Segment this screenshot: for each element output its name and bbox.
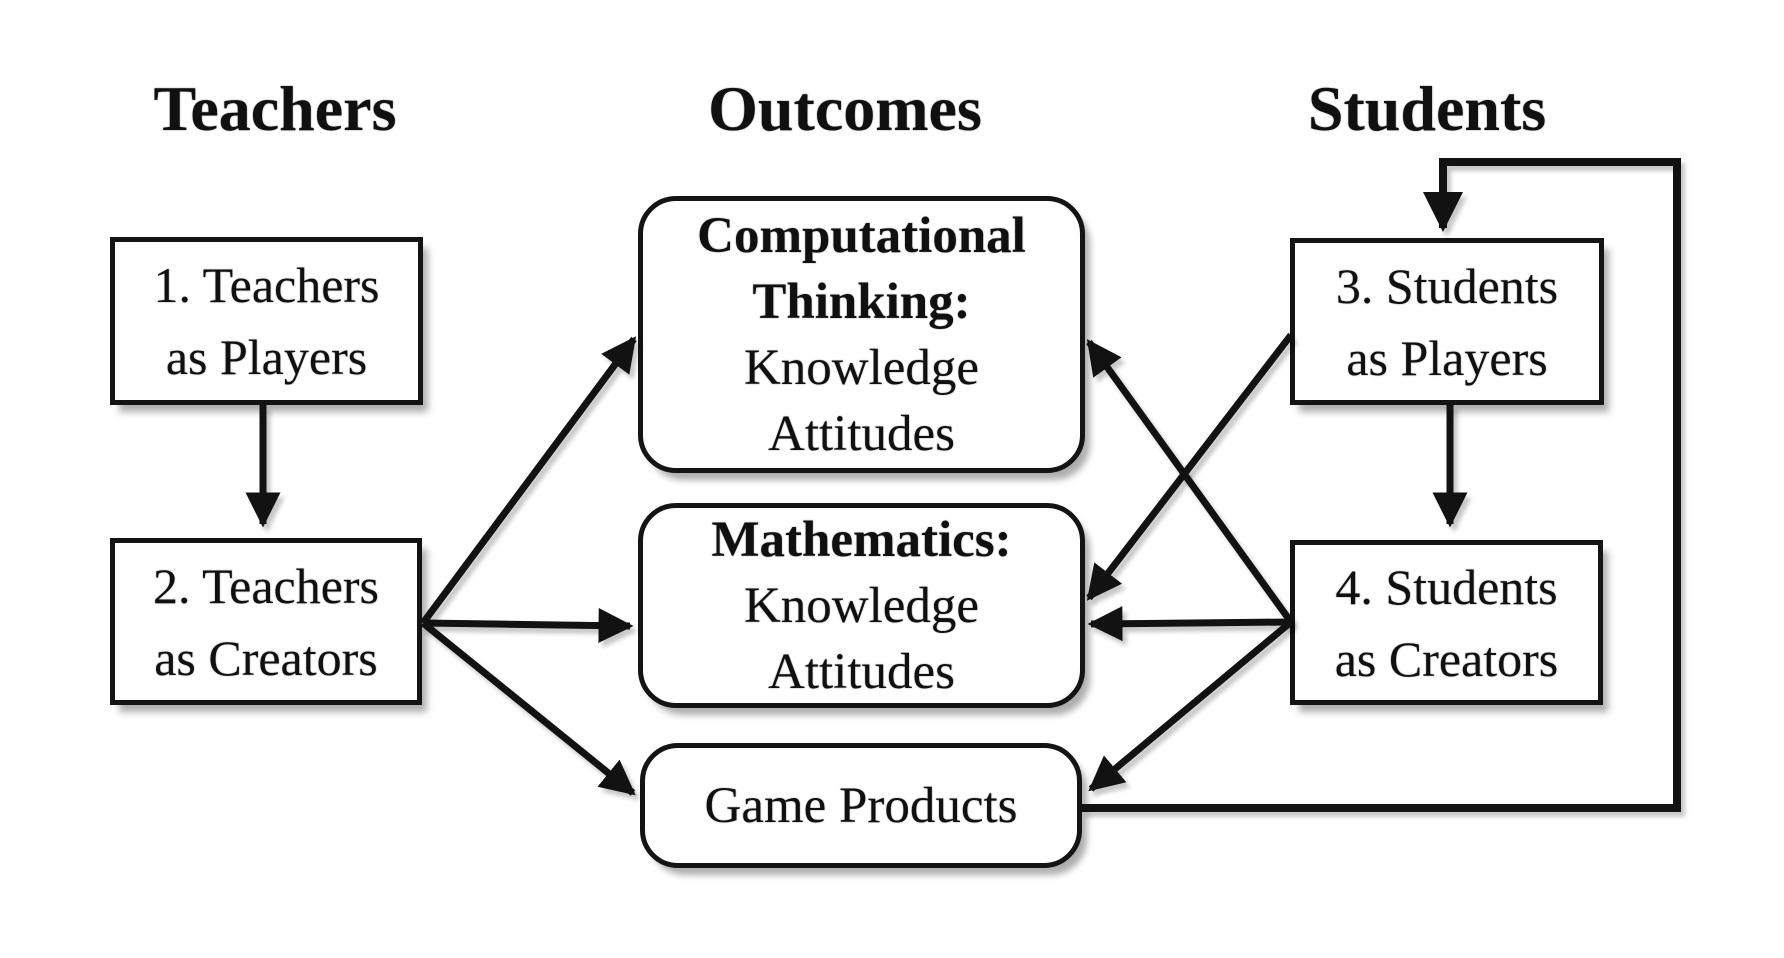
node-teachers-as-creators: 2. Teachers as Creators	[110, 538, 422, 705]
node-students-as-players-line2: as Players	[1346, 329, 1548, 386]
node-students-as-creators-line1: 4. Students	[1335, 558, 1558, 615]
node-teachers-as-creators-line2: as Creators	[154, 629, 378, 686]
arrow-teachers-creators-to-mathematics-icon	[422, 608, 634, 644]
column-header-outcomes: Outcomes	[708, 73, 982, 144]
node-teachers-as-players-line2: as Players	[165, 329, 368, 385]
column-header-students: Students	[1307, 73, 1547, 144]
column-header-teachers: Teachers	[153, 73, 397, 144]
node-mathematics-knowledge: Knowledge	[743, 577, 980, 634]
arrow-teachers-creators-to-computational-thinking-icon	[420, 336, 637, 626]
node-mathematics-title: Mathematics:	[711, 511, 1012, 568]
arrow-teachers-creators-to-game-products-icon	[420, 620, 636, 796]
node-teachers-as-creators-line1: 2. Teachers	[152, 557, 380, 614]
node-game-products: Game Products	[640, 743, 1082, 868]
arrow-students-creators-to-game-products-icon	[1088, 619, 1294, 792]
node-game-products-label: Game Products	[704, 777, 1018, 834]
arrow-students-creators-to-computational-thinking-icon	[1086, 339, 1294, 625]
node-mathematics-attitudes: Attitudes	[768, 643, 955, 700]
node-computational-thinking-attitudes: Attitudes	[768, 405, 955, 462]
node-mathematics: Mathematics: Knowledge Attitudes	[638, 503, 1085, 708]
node-teachers-as-players: 1. Teachers as Players	[110, 237, 423, 405]
node-teachers-as-players-line1: 1. Teachers	[153, 257, 380, 313]
node-students-as-players-line1: 3. Students	[1335, 257, 1559, 314]
node-computational-thinking-title2: Thinking:	[752, 273, 971, 330]
node-students-as-creators: 4. Students as Creators	[1290, 540, 1603, 705]
node-students-as-players: 3. Students as Players	[1290, 238, 1604, 405]
node-computational-thinking-knowledge: Knowledge	[743, 339, 980, 396]
node-students-as-creators-line2: as Creators	[1334, 630, 1559, 687]
node-computational-thinking-title1: Computational	[697, 207, 1026, 264]
node-computational-thinking: Computational Thinking: Knowledge Attitu…	[638, 196, 1085, 473]
arrow-students-creators-to-mathematics-icon	[1087, 606, 1292, 642]
arrow-students-players-to-mathematics-icon	[1086, 332, 1294, 601]
